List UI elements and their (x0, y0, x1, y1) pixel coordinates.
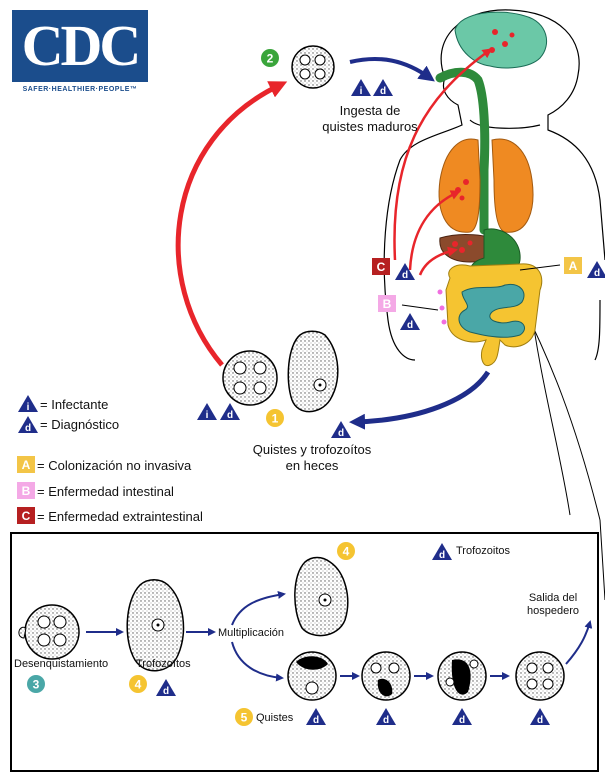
stage4b-label: Trofozoitos (456, 545, 510, 558)
svg-text:d: d (407, 320, 413, 331)
triangle-d-stage1: d (220, 403, 240, 421)
svg-text:A: A (22, 458, 31, 472)
svg-text:d: d (380, 86, 386, 97)
stage3-label: Desenquistamiento (14, 658, 108, 671)
exit-host-line2: hospedero (518, 605, 588, 618)
svg-text:C: C (22, 509, 31, 523)
svg-text:A: A (569, 259, 578, 273)
triangle-i-stage2: i (351, 79, 371, 97)
stage1-label-line1: Quistes y trofozoítos (232, 442, 392, 458)
brain (455, 12, 547, 68)
lung-left (439, 139, 480, 232)
legend-badge-A: A (17, 456, 35, 473)
bottom-panel (10, 532, 599, 772)
svg-text:i: i (27, 402, 30, 413)
legend-B: = Enfermedad intestinal (37, 483, 174, 501)
svg-text:d: d (25, 423, 31, 434)
legend-A: = Colonización no invasiva (37, 457, 191, 475)
svg-text:C: C (377, 260, 386, 274)
legend-badge-C: C (17, 507, 35, 524)
svg-text:2: 2 (267, 52, 274, 66)
badge-C: C (372, 258, 390, 275)
lung-right (492, 139, 533, 232)
exit-host-label: Salida del hospedero (518, 592, 588, 618)
svg-text:d: d (594, 268, 600, 279)
triangle-d-C: d (395, 263, 415, 281)
stage1-label: Quistes y trofozoítos en heces (232, 442, 392, 474)
legend-infectante: = Infectante (40, 396, 108, 414)
arrow-excretion (355, 372, 488, 422)
svg-text:d: d (402, 270, 408, 281)
stage2-label: Ingesta de quistes maduros (300, 103, 440, 135)
stage2-label-line2: quistes maduros (300, 119, 440, 135)
triangle-d-B: d (400, 313, 420, 331)
mature-cyst-top (292, 46, 334, 88)
svg-text:i: i (206, 410, 209, 421)
arrow-ingestion (350, 59, 430, 78)
stage4-label: Trofozoítos (136, 658, 191, 671)
stage1-number: 1 (266, 409, 284, 427)
svg-text:i: i (360, 86, 363, 97)
triangle-d-stage2: d (373, 79, 393, 97)
badge-A: A (564, 257, 582, 274)
svg-text:d: d (338, 428, 344, 439)
legend-badge-B: B (17, 482, 35, 499)
legend-C: = Enfermedad extraintestinal (37, 508, 203, 526)
stage5-label: Quistes (256, 712, 293, 725)
svg-text:1: 1 (272, 412, 279, 426)
stage1-trophozoite (288, 331, 338, 411)
stage1-label-line2: en heces (232, 458, 392, 474)
legend-diagnostico: = Diagnóstico (40, 416, 119, 434)
stage2-number: 2 (261, 49, 279, 67)
triangle-d-legend: d (18, 416, 38, 434)
arrow-transmission (178, 85, 280, 365)
badge-B: B (378, 295, 396, 312)
exit-host-line1: Salida del (518, 592, 588, 605)
intestine-lesions (438, 290, 447, 325)
pointer-B (402, 305, 438, 310)
triangle-d-A: d (587, 261, 605, 279)
svg-text:B: B (383, 297, 392, 311)
multiplicacion-label: Multiplicación (218, 627, 284, 640)
svg-text:d: d (227, 410, 233, 421)
svg-text:B: B (22, 484, 31, 498)
stage2-label-line1: Ingesta de (300, 103, 440, 119)
triangle-d-excretion: d (331, 421, 351, 439)
stage1-cyst (223, 351, 277, 405)
triangle-i-legend: i (18, 395, 38, 413)
triangle-i-stage1: i (197, 403, 217, 421)
